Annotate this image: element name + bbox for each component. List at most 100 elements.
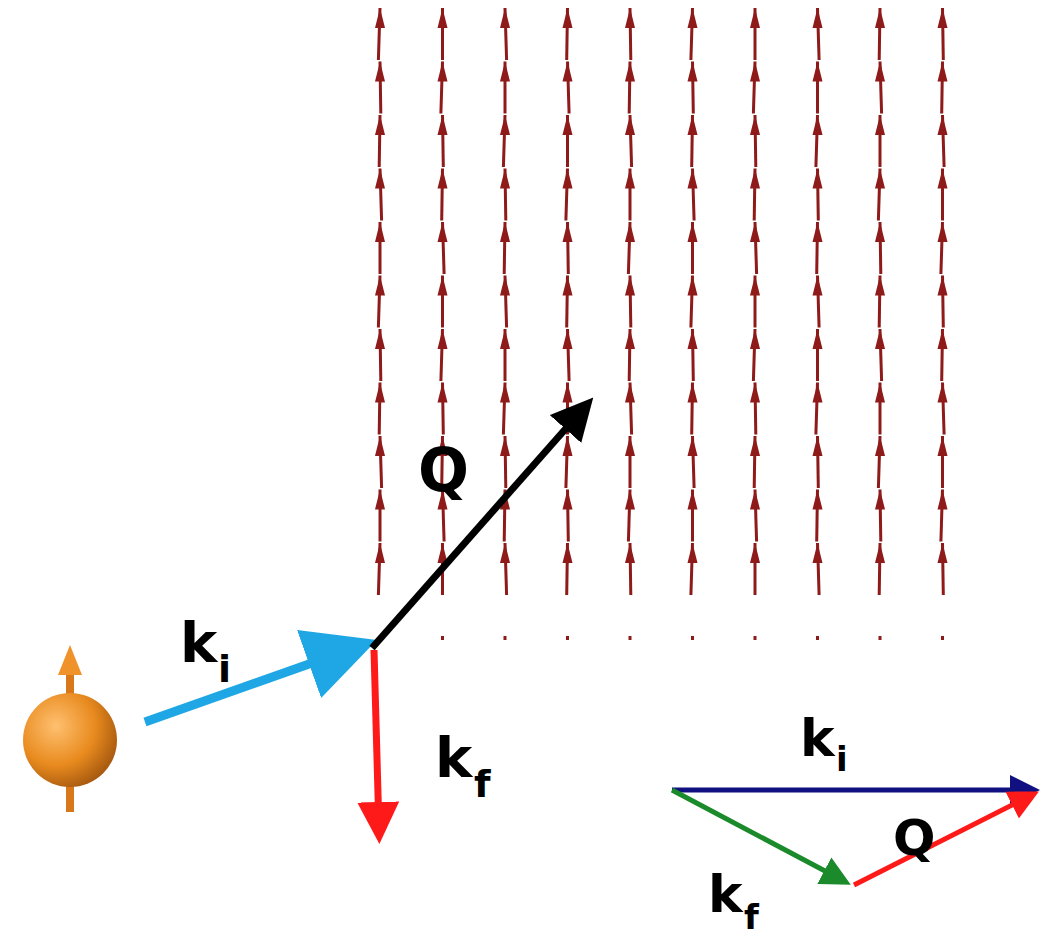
spin-dot (504, 636, 507, 640)
spin-arrowhead (563, 169, 573, 189)
spin-arrowhead (438, 329, 448, 349)
spin-arrowhead (500, 169, 510, 189)
spin-arrowhead (438, 383, 448, 403)
spin-arrowhead (563, 383, 573, 403)
spin-arrowhead (625, 329, 635, 349)
spin-arrowhead (750, 62, 760, 82)
spin-arrowhead (438, 276, 448, 296)
spin-arrowhead (375, 543, 385, 563)
spin-arrowhead (438, 169, 448, 189)
spin-arrowhead (688, 543, 698, 563)
spin-arrowhead (938, 276, 948, 296)
spin-dot (629, 636, 632, 640)
vector-label: Q (893, 813, 936, 863)
spin-arrowhead (625, 436, 635, 456)
spin-dot (566, 636, 569, 640)
vector-label: k (435, 730, 472, 786)
spin-arrowhead (688, 383, 698, 403)
spin-arrowhead (625, 276, 635, 296)
spin-arrowhead (375, 62, 385, 82)
spin-arrowhead (875, 169, 885, 189)
spin-arrowhead (750, 490, 760, 510)
spin-arrowhead (375, 222, 385, 242)
spin-arrowhead (875, 62, 885, 82)
vector-subscript: f (474, 765, 491, 803)
spin-arrowhead (750, 8, 760, 28)
spin-arrowhead (500, 329, 510, 349)
spin-arrowhead (688, 169, 698, 189)
spin-arrowhead (688, 276, 698, 296)
spin-arrowhead (875, 329, 885, 349)
spin-arrowhead (500, 436, 510, 456)
spin-arrowhead (563, 543, 573, 563)
spin-arrowhead (813, 329, 823, 349)
spin-arrowhead (375, 383, 385, 403)
spin-arrowhead (375, 276, 385, 296)
spin-arrowhead (625, 543, 635, 563)
spin-arrowhead (938, 62, 948, 82)
spin-arrowhead (875, 276, 885, 296)
spin-arrowhead (375, 169, 385, 189)
incident-wavevector (145, 646, 360, 722)
spin-arrowhead (813, 490, 823, 510)
spin-arrowhead (813, 383, 823, 403)
spin-arrowhead (375, 490, 385, 510)
spin-arrowhead (750, 329, 760, 349)
vector-label: Q (418, 440, 469, 500)
spin-arrowhead (750, 383, 760, 403)
spin-arrowhead (375, 436, 385, 456)
spin-arrowhead (563, 329, 573, 349)
spin-arrowhead (438, 62, 448, 82)
spin-dot (441, 636, 444, 640)
spin-dot (754, 636, 757, 640)
spin-arrowhead (375, 329, 385, 349)
vector-label: k (708, 868, 743, 920)
spin-arrowhead (938, 383, 948, 403)
spin-arrowhead (875, 490, 885, 510)
spin-arrowhead (750, 169, 760, 189)
vector-label: k (180, 615, 217, 671)
spin-arrowhead (438, 222, 448, 242)
spin-arrowhead (938, 490, 948, 510)
vector-subscript: i (836, 742, 848, 776)
spin-arrowhead (813, 62, 823, 82)
spin-arrowhead (625, 490, 635, 510)
spin-arrowhead (688, 222, 698, 242)
spin-arrowhead (750, 543, 760, 563)
spin-arrowhead (813, 436, 823, 456)
spin-arrowhead (875, 115, 885, 135)
spin-arrowhead (875, 8, 885, 28)
spin-arrowhead (938, 436, 948, 456)
spin-arrowhead (813, 8, 823, 28)
spin-arrowhead (938, 222, 948, 242)
triangle-q (854, 796, 1030, 885)
spin-arrowhead (563, 276, 573, 296)
spin-arrowhead (625, 115, 635, 135)
spin-arrowhead (688, 436, 698, 456)
spin-arrowhead (750, 222, 760, 242)
spin-arrowhead (938, 329, 948, 349)
spin-arrowhead (750, 436, 760, 456)
spin-arrowhead (625, 8, 635, 28)
spin-arrowhead (625, 169, 635, 189)
spin-arrowhead (563, 62, 573, 82)
final-wavevector (374, 650, 379, 830)
spin-arrowhead (500, 115, 510, 135)
spin-arrowhead (938, 169, 948, 189)
triangle-ki (672, 788, 1030, 793)
spin-arrowhead (375, 115, 385, 135)
spin-arrowhead (438, 115, 448, 135)
spin-arrowhead (563, 490, 573, 510)
spin-arrowhead (563, 222, 573, 242)
vector-label: k (800, 712, 835, 764)
spin-arrowhead (688, 8, 698, 28)
spin-arrowhead (688, 62, 698, 82)
spin-arrowhead (813, 276, 823, 296)
triangle-kf (672, 790, 842, 880)
spin-arrowhead (938, 543, 948, 563)
spin-arrowhead (500, 276, 510, 296)
spin-arrowhead (813, 115, 823, 135)
spin-arrowhead (625, 62, 635, 82)
spin-arrowhead (875, 543, 885, 563)
